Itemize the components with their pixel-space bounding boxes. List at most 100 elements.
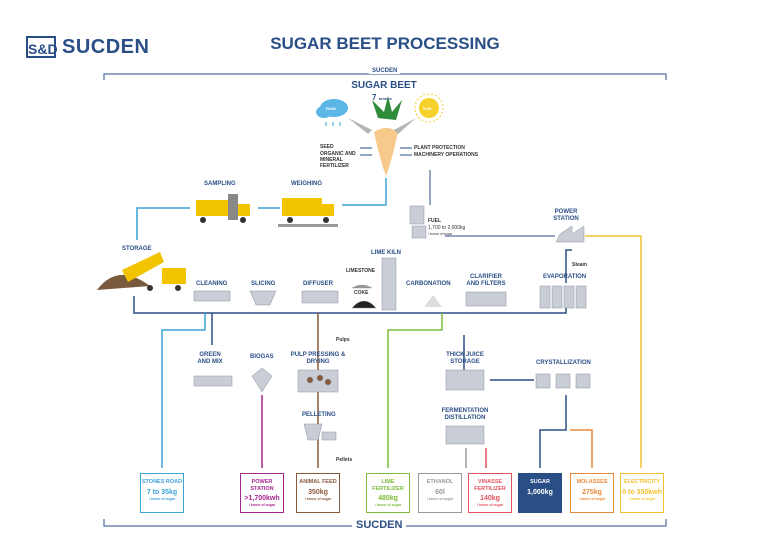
fermentation-label: FERMENTATION DISTILLATION <box>441 408 489 421</box>
beet-amount-unit: tonnes <box>378 96 392 101</box>
coke-label: COKE <box>354 290 369 296</box>
pulp-pressing-icon <box>297 369 339 393</box>
crystallization-label: CRYSTALLIZATION <box>536 360 591 366</box>
biogas-icon <box>251 367 273 393</box>
beet-amount-value: 7 <box>372 93 377 102</box>
frame-top-label: SUCDEN <box>369 68 401 74</box>
output-title: LIME FERTILIZER <box>372 479 404 492</box>
beet-arrows <box>348 118 416 156</box>
output-vinasse-fertilizer: VINASSE FERTILIZER 140kg / tonne of suga… <box>468 473 512 513</box>
lime-kiln-label: LIME KILN <box>371 250 401 256</box>
beet-delivery-line <box>136 178 387 240</box>
output-value: 275kg <box>582 488 602 496</box>
output-title: VINASSE FERTILIZER <box>474 479 506 492</box>
output-value: 0 to 350kwh <box>622 488 662 496</box>
output-sugar: SUGAR 1,000kg <box>518 473 562 513</box>
pulps-label: Pulps <box>336 337 350 343</box>
output-molasses: MOLASSES 275kg / tonne of sugar <box>570 473 614 513</box>
power-station-icon <box>555 225 585 243</box>
crystallization-icon <box>535 373 591 389</box>
sun-icon <box>414 93 444 123</box>
green-mix-label: GREEN AND MIX <box>197 352 223 365</box>
thick-juice-storage-icon <box>445 369 485 391</box>
thick-juice-label: THICK JUICE STORAGE <box>446 352 484 365</box>
diffuser-icon <box>301 290 339 304</box>
steam-label: Steam <box>572 262 588 268</box>
output-title: MOLASSES <box>576 479 608 485</box>
fuel-tanks-icon <box>409 205 427 239</box>
sugar-beet-title: SUGAR BEET <box>351 80 417 91</box>
power-station-label: POWER STATION <box>553 209 579 222</box>
limestone-label: LIMESTONE <box>346 268 376 274</box>
output-value: 350kg <box>308 488 328 496</box>
rain-cloud-icon <box>316 99 348 126</box>
fuel-amount: 1,700 to 2,000kg <box>428 225 466 231</box>
sampling-truck-icon <box>196 194 250 223</box>
output-value: 1,000kg <box>527 488 553 496</box>
fertilizer-input-label: ORGANIC AND MINERAL FERTILIZER <box>320 151 356 169</box>
slicing-machine-icon <box>249 290 277 306</box>
output-title: STONES ROAD <box>141 479 183 485</box>
pelleting-label: PELLETING <box>302 412 336 418</box>
logo-name: SUCDEN <box>62 35 150 58</box>
output-unit: / tonne of sugar <box>148 496 176 501</box>
carbonation-icon <box>424 295 442 307</box>
output-title: SUGAR <box>530 479 550 485</box>
output-power-station: POWER STATION >1,700kwh / tonne of sugar <box>240 473 284 513</box>
output-value: >1,700kwh <box>244 495 280 502</box>
page-title: SUGAR BEET PROCESSING <box>270 34 500 53</box>
sampling-label: SAMPLING <box>204 181 236 187</box>
weighing-truck-icon <box>278 198 338 227</box>
seed-label: SEED <box>320 144 334 150</box>
pellets-label: Pellets <box>336 457 353 463</box>
frame-bottom-label: SUCDEN <box>352 519 407 531</box>
fermentation-icon <box>445 425 485 445</box>
output-unit: / tonne of sugar <box>248 503 276 507</box>
clarifier-label: CLARIFIER AND FILTERS <box>466 274 506 287</box>
fuel-line <box>429 170 555 237</box>
output-unit: / tonne of sugar <box>426 496 454 501</box>
storage-label: STORAGE <box>122 246 152 252</box>
output-value: 60l <box>435 488 445 496</box>
output-title: ELECTRICITY <box>623 479 661 485</box>
clarifier-icon <box>465 291 507 307</box>
evaporation-label: EVAPORATION <box>543 274 587 280</box>
plant-protection-label: PLANT PROTECTION <box>414 145 465 151</box>
fuel-unit: / tonne of sugar <box>428 232 453 236</box>
output-title: ETHANOL <box>426 479 454 485</box>
output-unit: / tonne of sugar <box>374 503 402 507</box>
output-value: 140kg <box>480 495 500 502</box>
output-connectors <box>161 235 642 468</box>
lime-kiln-icon <box>351 257 397 311</box>
slicing-label: SLICING <box>251 281 276 287</box>
cleaning-machine-icon <box>193 290 231 302</box>
output-ethanol: ETHANOL 60l / tonne of sugar <box>418 473 462 513</box>
evaporation-icon <box>539 285 587 309</box>
sun-label: SUN <box>423 106 432 111</box>
output-stones-road: STONES ROAD 7 to 35kg / tonne of sugar <box>140 473 184 513</box>
sucden-logo: S&D SUCDEN <box>26 35 149 59</box>
beet-amount: 7 tonnes <box>372 93 392 102</box>
weighing-label: WEIGHING <box>291 181 322 187</box>
storage-truck-icon <box>97 252 186 291</box>
green-mix-icon <box>193 375 233 387</box>
output-value: 480kg <box>378 495 398 502</box>
pelleting-icon <box>303 423 337 441</box>
biogas-label: BIOGAS <box>250 354 274 360</box>
rain-label: RAIN <box>326 106 336 111</box>
output-lime-fertilizer: LIME FERTILIZER 480kg / tonne of sugar <box>366 473 410 513</box>
machinery-operations-label: MACHINERY OPERATIONS <box>414 152 479 158</box>
output-unit: / tonne of sugar <box>304 496 332 501</box>
output-value: 7 to 35kg <box>146 488 178 496</box>
fuel-label: FUEL <box>428 218 442 224</box>
carbonation-label: CARBONATION <box>406 281 451 287</box>
output-unit: / tonne of sugar <box>476 503 504 507</box>
output-unit: / tonne of sugar <box>578 496 606 501</box>
cleaning-label: CLEANING <box>196 281 228 287</box>
logo-mark: S&D <box>26 36 58 58</box>
sugar-beet-icon <box>372 96 402 176</box>
main-process-line <box>133 249 572 314</box>
diffuser-label: DIFFUSER <box>303 281 333 287</box>
output-electricity: ELECTRICITY 0 to 350kwh / tonne of sugar <box>620 473 664 513</box>
